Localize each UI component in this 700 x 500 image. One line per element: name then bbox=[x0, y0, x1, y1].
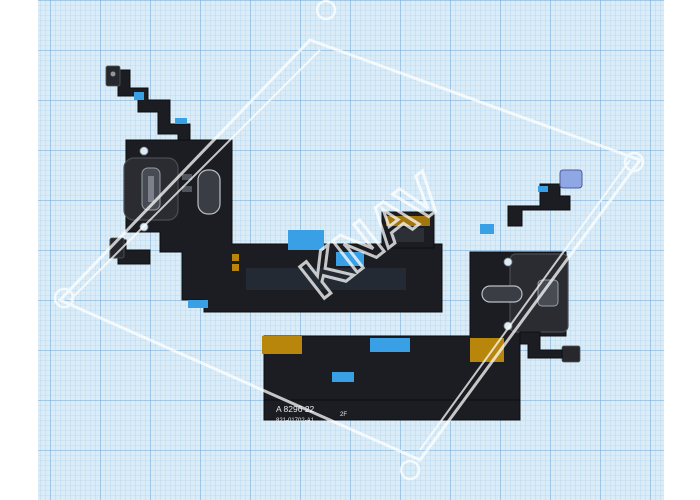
blue-tape bbox=[134, 92, 144, 100]
flex-cable-left bbox=[105, 65, 443, 313]
flex-right-top-arm bbox=[507, 183, 571, 227]
sensor-tip-right-side bbox=[561, 345, 581, 363]
watermark-node bbox=[53, 287, 75, 309]
suffix-mark-label: 2F bbox=[340, 412, 347, 418]
part-number-label: A 8296 22 bbox=[276, 404, 315, 414]
blue-tape bbox=[175, 118, 187, 124]
microphone-slot bbox=[197, 169, 221, 215]
blue-tape bbox=[370, 338, 410, 352]
photo-border-right bbox=[664, 0, 700, 500]
watermark-node bbox=[315, 0, 337, 21]
blue-tape bbox=[480, 224, 494, 234]
flex-trace-area bbox=[246, 268, 406, 290]
gold-stiffener bbox=[262, 336, 302, 354]
blue-tape bbox=[538, 186, 548, 192]
smd-component bbox=[182, 174, 192, 180]
blue-tape bbox=[336, 252, 364, 266]
flex-right-bottom-tab bbox=[263, 399, 521, 421]
mount-hole bbox=[139, 146, 149, 156]
watermark-outline bbox=[57, 38, 643, 462]
watermark-node bbox=[623, 151, 645, 173]
part-code-label: 821-01702-A1 bbox=[276, 418, 315, 424]
gold-pad bbox=[232, 264, 239, 271]
sensor-hole-left bbox=[110, 71, 116, 77]
sensor-tip-right bbox=[559, 169, 583, 189]
port-contacts bbox=[148, 176, 154, 202]
connector-contacts bbox=[386, 216, 430, 226]
microphone-slot bbox=[481, 285, 523, 303]
flex-right-side-arm bbox=[519, 331, 563, 359]
watermark-line bbox=[419, 159, 631, 451]
smd-component bbox=[182, 186, 192, 192]
blue-tape bbox=[332, 372, 354, 382]
blue-tape bbox=[188, 300, 208, 308]
watermark-node bbox=[399, 459, 421, 481]
lightning-port bbox=[537, 279, 559, 307]
blue-tape bbox=[288, 230, 324, 250]
mount-hole bbox=[503, 257, 513, 267]
gold-pad bbox=[232, 254, 239, 261]
connector-block bbox=[394, 228, 424, 242]
watermark-line bbox=[69, 49, 321, 301]
photo-border-left bbox=[0, 0, 38, 500]
